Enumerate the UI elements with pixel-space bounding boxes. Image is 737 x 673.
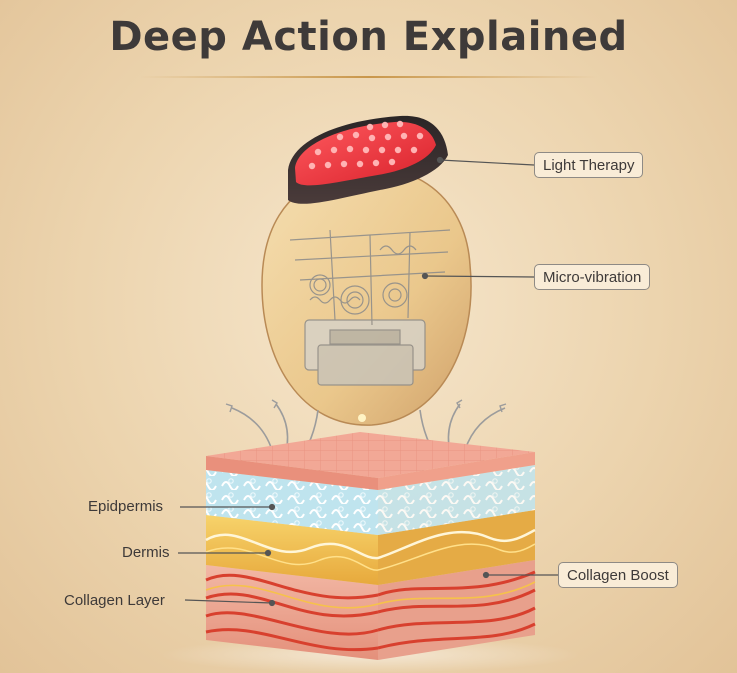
internal-mechanism [289, 229, 451, 386]
device-shell [261, 167, 472, 426]
skin-surface-block [206, 432, 535, 490]
collagen-layer-block [205, 560, 536, 660]
device-group [261, 115, 472, 426]
page-title: Deep Action Explained [109, 14, 628, 60]
callout-collagen-boost: Collagen Boost [558, 562, 678, 588]
label-collagen-layer: Collagen Layer [64, 592, 165, 609]
leader-lines [178, 156, 558, 607]
callout-light-therapy: Light Therapy [534, 152, 644, 178]
device-tip [358, 414, 366, 422]
title-underline [140, 76, 597, 78]
callout-micro-vibration: Micro-vibration [534, 264, 651, 290]
led-panel [295, 121, 436, 186]
label-epidermis: Epidpermis [88, 498, 164, 515]
epidermis-layer-block [206, 465, 535, 535]
led-dots [308, 120, 424, 170]
label-dermis: Dermis [122, 544, 170, 561]
